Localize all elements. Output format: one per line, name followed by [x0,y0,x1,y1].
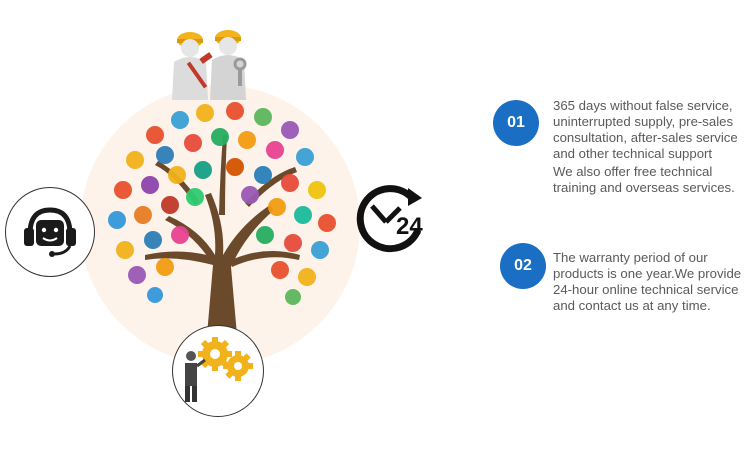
hands-tree-icon [108,102,336,335]
item-01-number: 01 [507,114,525,131]
item-01-line-2: We also offer free technical training an… [553,164,735,195]
item-02-line-1: The warranty period of our products is o… [553,250,742,313]
clock-24-label: 24 [396,213,423,240]
headset-support-button [5,187,95,277]
item-02-number: 02 [514,257,532,274]
gears-businessman-icon [185,337,253,402]
item-01-line-1: 365 days without false service, uninterr… [553,98,738,161]
item-02-badge: 02 [500,243,546,289]
headset-support-icon [24,207,76,257]
item-01-badge: 01 [493,100,539,146]
item-01-text: 365 days without false service, uninterr… [553,98,743,196]
clock-24-icon: 24 [356,185,423,253]
workers-icon [172,30,247,100]
item-02-text: The warranty period of our products is o… [553,250,743,314]
gears-businessman-button [172,325,264,417]
